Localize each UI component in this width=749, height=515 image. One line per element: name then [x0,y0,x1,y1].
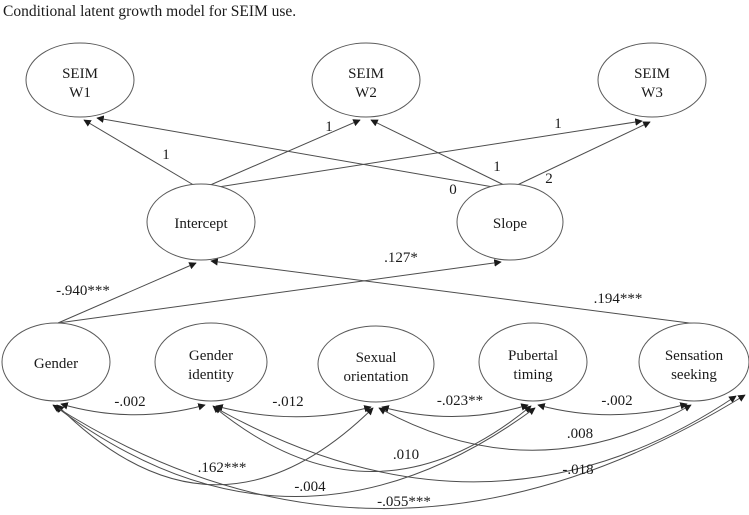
coef-gender-identity-sensation-seeking: -.018 [562,462,593,478]
label-seim-w2-line2: W2 [355,85,377,101]
path-sensation-to-intercept [210,258,698,325]
coef-sexual-orientation-sensation-seeking: .008 [567,426,593,442]
covariance-sexual-orientation-sensation-seeking [378,404,692,451]
label-seim-w3-line1: SEIM [634,66,670,82]
figure-title: Conditional latent growth model for SEIM… [3,3,296,20]
coef-gender-gender-identity: -.002 [114,394,145,410]
label-seim-w3-line2: W3 [641,85,663,101]
loading-slope-w1: 0 [449,182,457,198]
coef-gender-sensation-seeking: -.055*** [377,494,431,510]
coef-pubertal-timing-sensation-seeking: -.002 [601,393,632,409]
covariance-gender-identity-pubertal-timing [212,405,532,472]
loading-intercept-w3: 1 [554,116,562,132]
loading-slope-w3: 2 [545,171,553,187]
node-intercept [146,183,256,261]
label-seim-w2-line1: SEIM [348,66,384,82]
label-gender-identity-line2: identity [188,367,234,383]
label-sensation-seeking-line1: Sensation [665,348,724,364]
node-pubertal-timing [478,322,588,402]
coef-gender-to-slope: .127* [384,250,418,266]
node-gender [1,322,111,402]
label-sensation-seeking-line2: seeking [671,367,717,383]
coef-sexual-orientation-pubertal-timing: -.023** [437,393,483,409]
covariance-gender-pubertal-timing [54,405,536,497]
node-gender-identity [154,322,268,402]
node-seim-w3 [597,42,707,118]
label-sexual-orientation-line2: orientation [344,369,409,385]
path-slope-to-w2 [370,119,507,187]
node-seim-w2 [311,42,421,118]
coef-gender-to-intercept: -.940*** [56,283,110,299]
coef-gender-pubertal-timing: -.004 [294,479,326,495]
node-slope [456,183,564,261]
path-intercept-to-w1 [83,119,198,188]
path-intercept-to-w2 [207,119,361,187]
loading-slope-w2: 1 [493,159,501,175]
covariance-gender-sensation-seeking [52,394,746,509]
node-seim-w1 [25,42,135,118]
label-pubertal-timing-line1: Pubertal [508,348,558,364]
path-intercept-to-w3 [211,118,643,189]
coef-gender-identity-sexual-orientation: -.012 [272,394,303,410]
label-sexual-orientation-line1: Sexual [356,350,397,366]
covariance-gender-sexual-orientation [56,404,374,486]
label-seim-w1-line2: W1 [69,85,91,101]
path-gender-to-intercept [57,262,197,324]
label-intercept: Intercept [174,216,228,232]
label-gender: Gender [34,356,78,372]
node-sensation-seeking [638,322,749,402]
coef-gender-identity-pubertal-timing: .010 [393,447,419,463]
path-slope-to-w1 [96,115,500,189]
path-slope-to-w3 [512,121,651,188]
loading-intercept-w2: 1 [325,119,333,135]
label-slope: Slope [493,216,528,232]
loading-intercept-w1: 1 [162,147,170,163]
label-pubertal-timing-line2: timing [513,367,553,383]
covariance-gender-identity-sensation-seeking [213,395,737,483]
label-gender-identity-line1: Gender [189,348,233,364]
label-seim-w1-line1: SEIM [62,66,98,82]
coef-gender-sexual-orientation: .162*** [198,460,247,476]
path-gender-to-slope [57,259,502,324]
coef-sensation-to-intercept: .194*** [594,291,643,307]
node-sexual-orientation [317,325,435,403]
